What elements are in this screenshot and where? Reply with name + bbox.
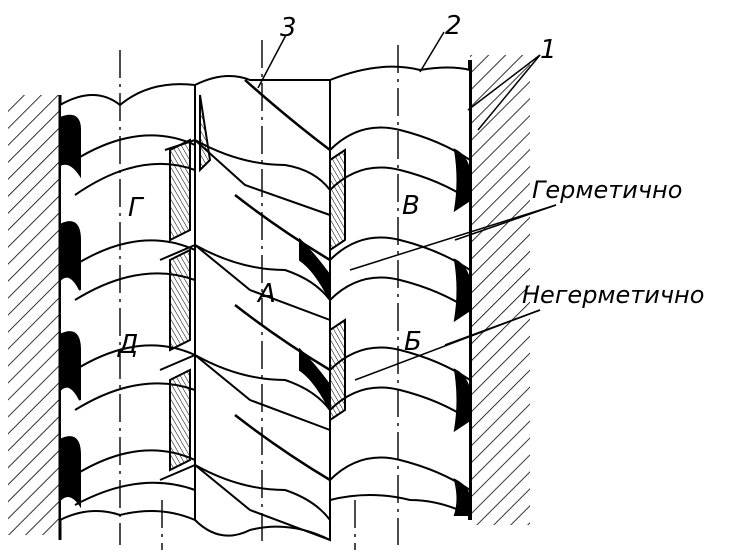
leader-tight-1 <box>349 204 557 271</box>
cavity-labels: А Б В Г Д <box>117 191 422 360</box>
callout-labels: 3 2 1 Герметично Негерметично <box>280 11 704 309</box>
leader-3 <box>257 34 287 89</box>
right-screw <box>329 65 472 517</box>
cavity-b: Б <box>404 327 422 357</box>
left-housing-wall <box>8 95 62 540</box>
left-screw <box>59 83 196 522</box>
leader-leaky-2 <box>444 309 541 346</box>
axis-lines <box>119 40 399 550</box>
cavity-a: А <box>256 279 276 309</box>
leader-1b <box>477 54 541 131</box>
label-tight: Герметично <box>532 176 682 204</box>
right-housing-wall <box>468 55 530 525</box>
leader-2 <box>419 31 445 73</box>
callout-3: 3 <box>280 13 297 43</box>
callout-1: 1 <box>540 35 557 65</box>
leader-tight-2 <box>454 204 557 241</box>
cavity-g: Г <box>128 193 145 223</box>
cavity-v: В <box>402 191 420 221</box>
leader-lines <box>257 31 557 381</box>
callout-2: 2 <box>445 11 462 41</box>
label-leaky: Негерметично <box>522 281 704 309</box>
leader-1a <box>467 54 541 111</box>
cavity-d: Д <box>117 330 138 360</box>
